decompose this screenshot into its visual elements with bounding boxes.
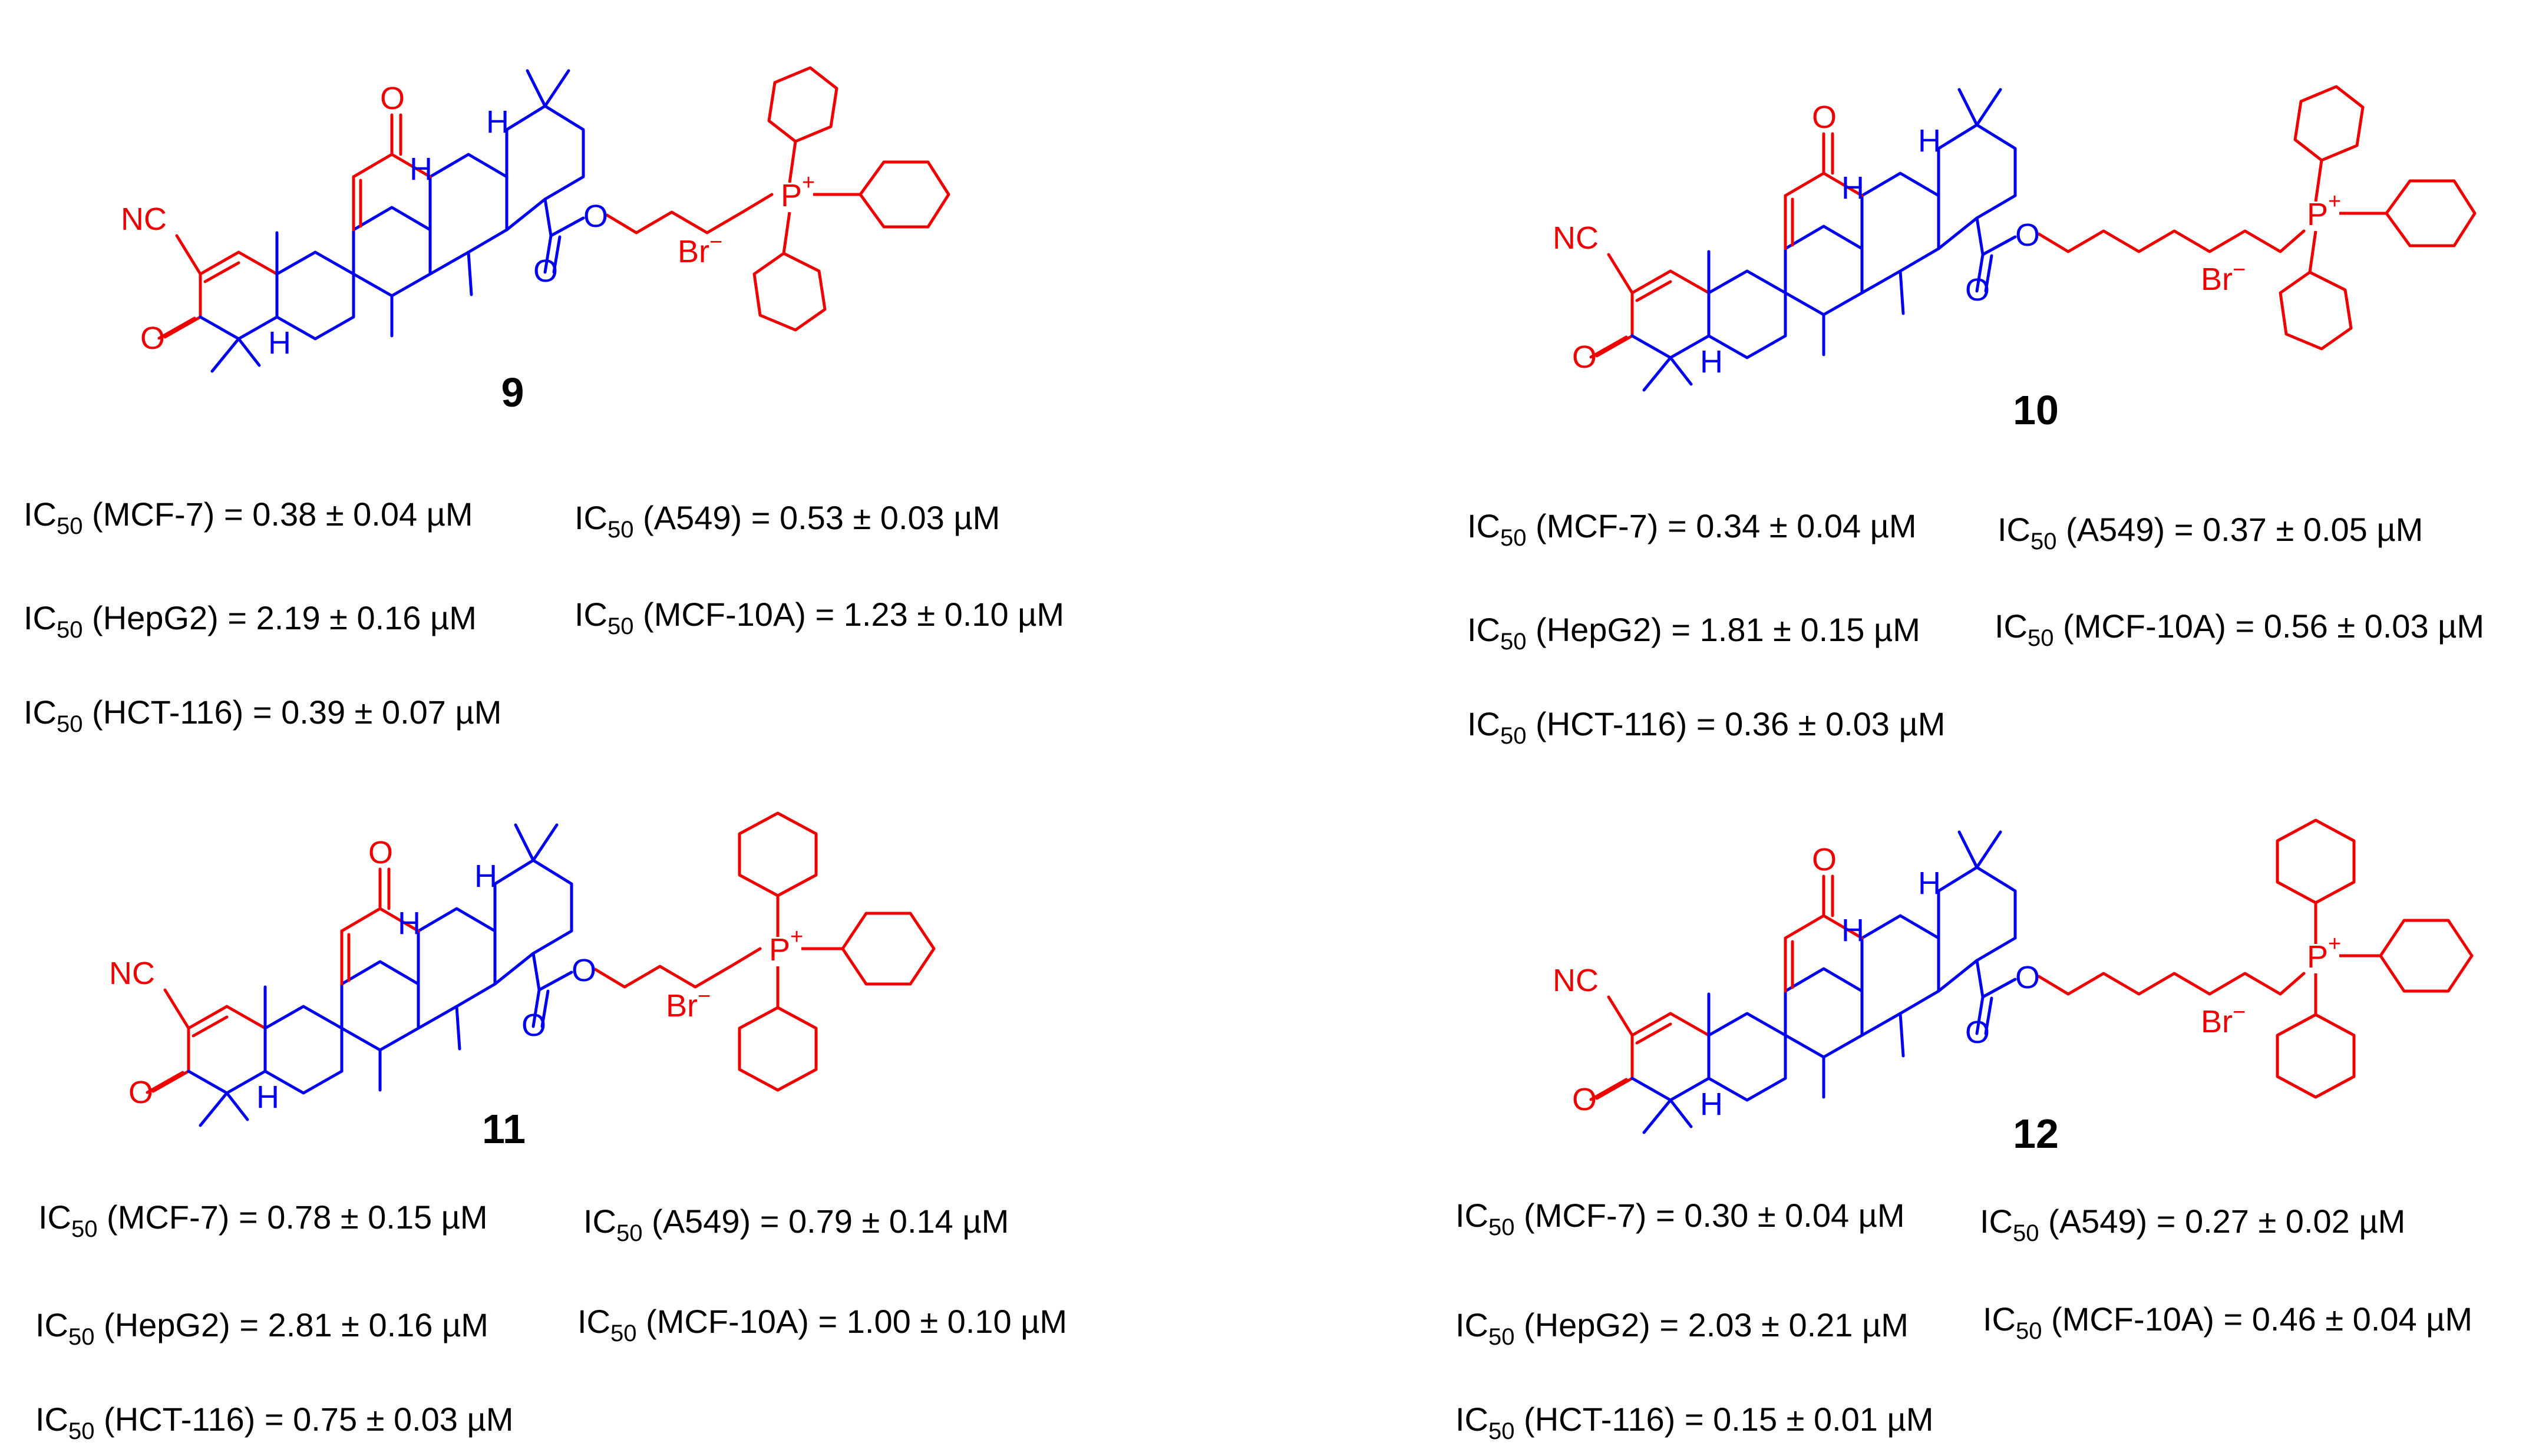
- bromide-label: Br−: [666, 984, 711, 1024]
- bromide-label: Br−: [2201, 257, 2246, 297]
- ic50-a549: IC50 (A549) = 0.79 ± 0.14 µM: [583, 1203, 1009, 1246]
- oxygen-label: O: [1812, 100, 1837, 135]
- nitrile-label: NC: [1553, 963, 1599, 998]
- compound-10: Br− 10 IC50 (MCF-7) = 0.34 ± 0.04 µM IC5…: [1467, 87, 2484, 749]
- oxygen-label: O: [572, 953, 596, 988]
- bromide-label: Br−: [678, 230, 722, 269]
- compound-12: Br− 12 IC50 (MCF-7) = 0.30 ± 0.04 µM IC5…: [1455, 820, 2472, 1444]
- phosphorus-label: P+: [2307, 189, 2341, 232]
- butyl-linker: [595, 949, 760, 987]
- hydrogen-label: H: [268, 325, 291, 361]
- ic50-hct116: IC50 (HCT-116) = 0.15 ± 0.01 µM: [1455, 1401, 1933, 1444]
- hexyl-linker: [2039, 973, 2304, 994]
- phosphorus-label: P+: [2307, 932, 2341, 975]
- oxygen-label: O: [1572, 339, 1597, 375]
- ic50-hepg2: IC50 (HepG2) = 2.81 ± 0.16 µM: [35, 1306, 488, 1350]
- hydrogen-label: H: [1841, 913, 1864, 948]
- hydrogen-label: H: [398, 906, 421, 941]
- hydrogen-label: H: [256, 1079, 279, 1115]
- compound-number: 12: [2013, 1111, 2059, 1157]
- hydrogen-label: H: [474, 859, 497, 894]
- compound-11: Br− 11 IC50 (MCF-7) = 0.78 ± 0.15 µM IC5…: [35, 813, 1067, 1444]
- hydrogen-label: H: [1918, 123, 1941, 159]
- oxygen-label: O: [1812, 842, 1837, 877]
- hexyl-linker: [2039, 231, 2304, 252]
- ic50-hct116: IC50 (HCT-116) = 0.75 ± 0.03 µM: [35, 1401, 513, 1444]
- hydrogen-label: H: [486, 104, 509, 140]
- phosphorus-label: P+: [769, 925, 803, 968]
- nitrile-label: NC: [121, 202, 167, 237]
- oxygen-label: O: [521, 1008, 546, 1043]
- atom-labels-11: NC O O O O H H H P+: [109, 835, 803, 1115]
- compound-10-structure: Br−: [1591, 87, 2475, 390]
- phosphorus-label: P+: [781, 170, 815, 213]
- ic50-mcf7: IC50 (MCF-7) = 0.78 ± 0.15 µM: [38, 1199, 488, 1242]
- ic50-hct116: IC50 (HCT-116) = 0.39 ± 0.07 µM: [24, 694, 501, 737]
- compound-12-structure: Br−: [1591, 820, 2472, 1133]
- oxygen-label: O: [1965, 1015, 1990, 1050]
- oxygen-label: O: [140, 321, 165, 356]
- atom-labels-9: NC O O O O H H H P+: [121, 81, 815, 361]
- ic50-a549: IC50 (A549) = 0.53 ± 0.03 µM: [575, 499, 1000, 543]
- ic50-hepg2: IC50 (HepG2) = 2.19 ± 0.16 µM: [24, 599, 477, 643]
- oxygen-label: O: [128, 1075, 153, 1110]
- oxygen-label: O: [368, 835, 393, 870]
- compound-9-structure: Br−: [159, 68, 949, 371]
- oxygen-label: O: [2015, 960, 2040, 995]
- bromide-label: Br−: [2201, 1000, 2246, 1039]
- hydrogen-label: H: [410, 151, 432, 187]
- oxygen-label: O: [1965, 272, 1990, 308]
- compound-number: 11: [482, 1106, 526, 1152]
- ic50-mcf10a: IC50 (MCF-10A) = 1.23 ± 0.10 µM: [575, 596, 1064, 639]
- triterpenoid-core: [1591, 832, 2015, 1133]
- nitrile-label: NC: [1553, 220, 1599, 256]
- hydrogen-label: H: [1841, 170, 1864, 206]
- compound-number: 9: [501, 369, 524, 415]
- ic50-mcf10a: IC50 (MCF-10A) = 0.56 ± 0.03 µM: [1995, 608, 2484, 651]
- hydrogen-label: H: [1700, 344, 1723, 379]
- ic50-mcf10a: IC50 (MCF-10A) = 1.00 ± 0.10 µM: [577, 1303, 1067, 1346]
- oxygen-label: O: [533, 253, 558, 289]
- nitrile-label: NC: [109, 956, 155, 991]
- compound-11-structure: Br−: [147, 813, 934, 1125]
- ic50-hepg2: IC50 (HepG2) = 1.81 ± 0.15 µM: [1467, 611, 1920, 655]
- butyl-linker: [607, 194, 772, 233]
- compound-9: Br− 9 IC50 (MCF-7) = 0.38 ± 0.04 µM IC50…: [24, 68, 1064, 737]
- triterpenoid-core: [147, 825, 572, 1125]
- ic50-a549: IC50 (A549) = 0.37 ± 0.05 µM: [1998, 511, 2423, 554]
- oxygen-label: O: [380, 81, 405, 116]
- hydrogen-label: H: [1700, 1087, 1723, 1122]
- ic50-hepg2: IC50 (HepG2) = 2.03 ± 0.21 µM: [1455, 1306, 1909, 1350]
- ic50-a549: IC50 (A549) = 0.27 ± 0.02 µM: [1980, 1203, 2405, 1246]
- ic50-mcf7: IC50 (MCF-7) = 0.34 ± 0.04 µM: [1467, 507, 1917, 551]
- triterpenoid-core: [159, 71, 583, 371]
- oxygen-label: O: [1572, 1082, 1597, 1117]
- atom-labels-12: NC O O O O H H H P+: [1553, 842, 2341, 1122]
- oxygen-label: O: [583, 199, 608, 234]
- ic50-hct116: IC50 (HCT-116) = 0.36 ± 0.03 µM: [1467, 705, 1945, 749]
- atom-labels-10: NC O O O O H H H P+: [1553, 100, 2341, 379]
- triterpenoid-core: [1591, 90, 2015, 390]
- compound-number: 10: [2013, 387, 2059, 433]
- ic50-mcf7: IC50 (MCF-7) = 0.30 ± 0.04 µM: [1455, 1197, 1905, 1240]
- ic50-mcf10a: IC50 (MCF-10A) = 0.46 ± 0.04 µM: [1983, 1300, 2472, 1344]
- ic50-mcf7: IC50 (MCF-7) = 0.38 ± 0.04 µM: [24, 496, 473, 539]
- oxygen-label: O: [2015, 217, 2040, 253]
- hydrogen-label: H: [1918, 866, 1941, 901]
